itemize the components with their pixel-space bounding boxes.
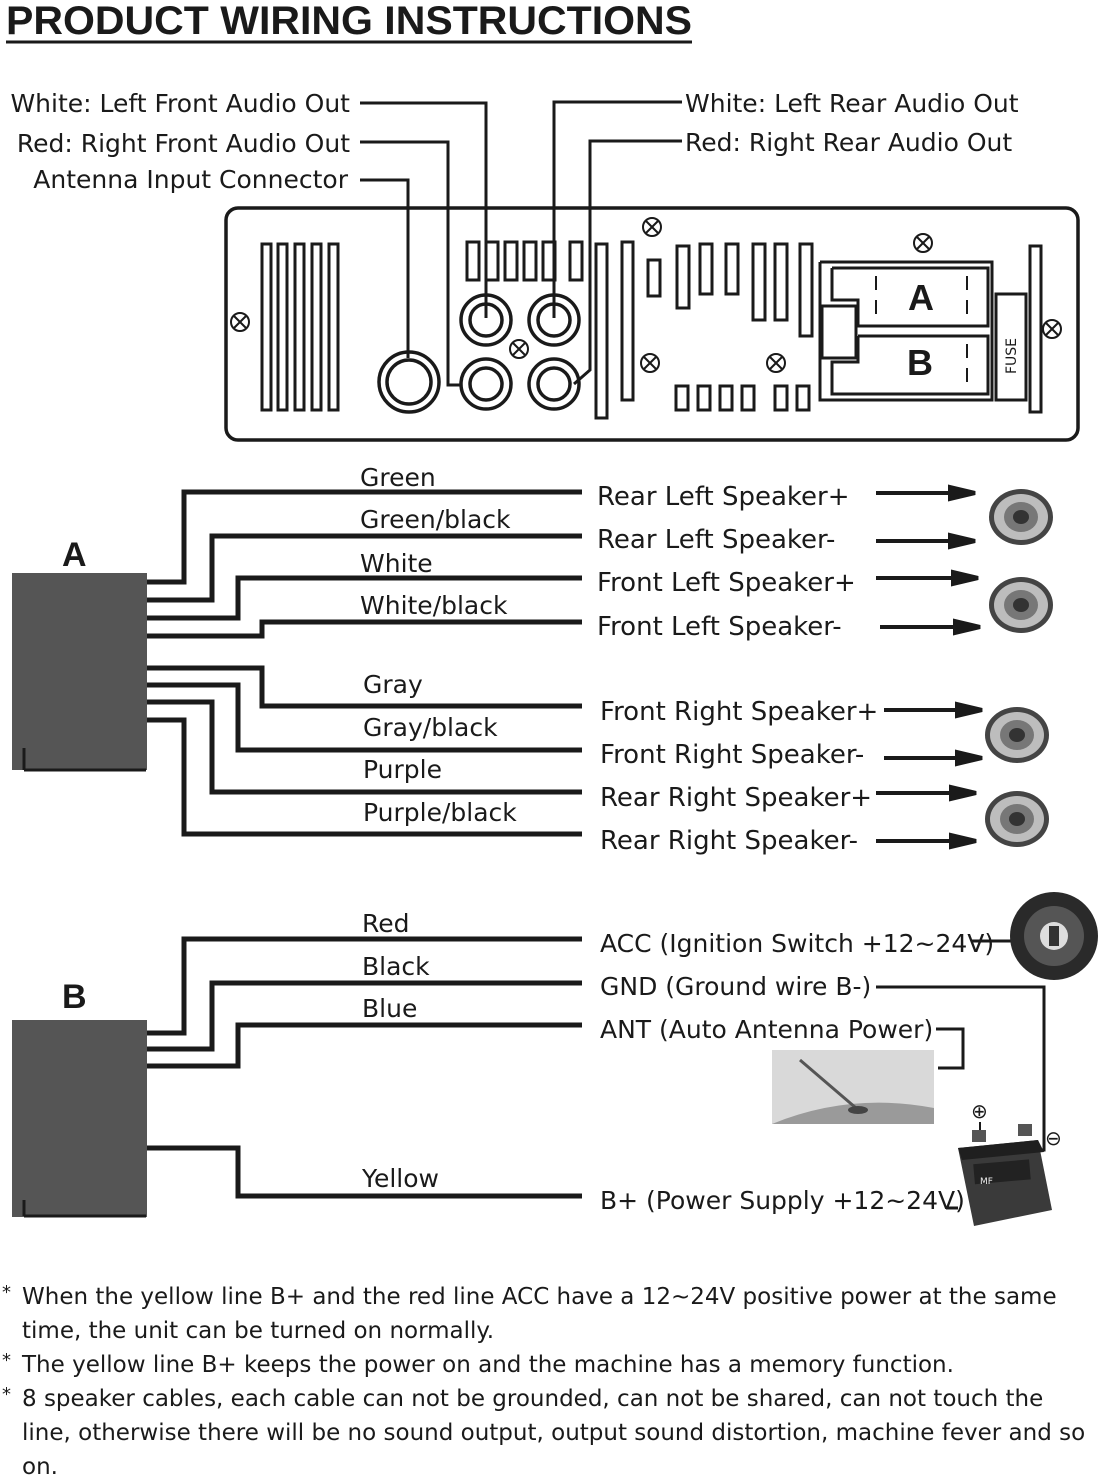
arrow-right-icon xyxy=(884,701,983,719)
arrow-right-icon xyxy=(876,484,976,502)
arrow-right-icon xyxy=(884,749,983,767)
page-title: PRODUCT WIRING INSTRUCTIONS xyxy=(6,0,692,43)
wire-function-label: B+ (Power Supply +12~24V) xyxy=(600,1186,965,1215)
wire-function-label: Front Left Speaker- xyxy=(597,612,842,642)
screw-icons xyxy=(230,217,1062,373)
wire-function-label: Front Right Speaker- xyxy=(600,740,864,770)
wire-function-label: Rear Right Speaker+ xyxy=(600,783,872,813)
note-item: * When the yellow line B+ and the red li… xyxy=(0,1280,1090,1348)
callout-left-rear-audio: White: Left Rear Audio Out xyxy=(685,89,1019,118)
screw-icon xyxy=(642,217,662,237)
wire-color-label: White xyxy=(360,549,433,578)
wire-color-label: Green xyxy=(360,463,436,492)
screw-icon xyxy=(230,312,250,332)
note-item: * 8 speaker cables, each cable can not b… xyxy=(0,1382,1090,1484)
speaker-icons xyxy=(985,489,1053,847)
battery-plus-icon: ⊕ xyxy=(971,1099,988,1123)
note-item: * The yellow line B+ keeps the power on … xyxy=(0,1348,1090,1382)
wire-color-label: Purple/black xyxy=(363,798,517,827)
callout-left-front-audio: White: Left Front Audio Out xyxy=(10,89,350,118)
note-marker: * xyxy=(2,1282,11,1303)
wire-function-label: Front Left Speaker+ xyxy=(597,568,856,598)
socket-b-label: B xyxy=(907,342,933,383)
speaker-icon xyxy=(989,489,1053,545)
wire-color-label: Blue xyxy=(362,994,417,1023)
battery-label: MF xyxy=(980,1177,993,1187)
connector-b-wires xyxy=(147,936,582,1199)
connector-b-label: B xyxy=(62,978,87,1016)
arrow-right-icon xyxy=(876,532,976,550)
note-marker: * xyxy=(2,1384,11,1405)
wire-function-label: ACC (Ignition Switch +12~24V) xyxy=(600,929,994,958)
connector-a-wires xyxy=(147,489,582,837)
note-text: The yellow line B+ keeps the power on an… xyxy=(22,1352,954,1378)
antenna-bracket xyxy=(936,1027,965,1070)
head-unit-rear-panel xyxy=(224,206,1080,442)
wire-function-label: Rear Left Speaker- xyxy=(597,525,835,555)
speaker-icon xyxy=(989,577,1053,633)
note-marker: * xyxy=(2,1350,11,1371)
wire-color-label: Green/black xyxy=(360,505,511,534)
arrow-icons xyxy=(876,484,983,850)
wire-color-label: Yellow xyxy=(361,1164,439,1193)
arrow-right-icon xyxy=(876,784,977,802)
screw-icon xyxy=(913,233,933,253)
screw-icon xyxy=(1042,319,1062,339)
wire-color-label: Red xyxy=(362,909,410,938)
arrow-right-icon xyxy=(876,832,977,850)
wire-color-label: Black xyxy=(362,952,430,981)
connector-b-tab xyxy=(22,1200,146,1218)
wire-color-label: Gray xyxy=(363,670,423,699)
wire-function-label: ANT (Auto Antenna Power) xyxy=(600,1015,933,1044)
wire-function-label: Rear Right Speaker- xyxy=(600,826,858,856)
wire-function-label: GND (Ground wire B-) xyxy=(600,972,871,1001)
wire-color-label: White/black xyxy=(360,591,508,620)
note-text: 8 speaker cables, each cable can not be … xyxy=(22,1386,1086,1480)
socket-a-label: A xyxy=(908,277,934,318)
screw-icon xyxy=(640,353,660,373)
wire-color-label: Purple xyxy=(363,755,442,784)
battery-icon xyxy=(946,1122,1052,1226)
callout-right-rear-audio: Red: Right Rear Audio Out xyxy=(685,128,1012,157)
notes: * When the yellow line B+ and the red li… xyxy=(0,1280,1090,1484)
fuse-label: FUSE xyxy=(1004,338,1020,374)
wire-function-label: Rear Left Speaker+ xyxy=(597,482,850,512)
screw-icon xyxy=(766,353,786,373)
connector-b-body xyxy=(12,1020,147,1217)
callout-right-front-audio: Red: Right Front Audio Out xyxy=(17,129,350,158)
speaker-icon xyxy=(985,791,1049,847)
wire-function-label: Front Right Speaker+ xyxy=(600,697,878,727)
arrow-right-icon xyxy=(880,618,981,636)
connector-a-body xyxy=(12,573,147,770)
battery-minus-icon: ⊖ xyxy=(1045,1126,1062,1150)
speaker-icon xyxy=(985,707,1049,763)
wiring-diagram: PRODUCT WIRING INSTRUCTIONS White: Left … xyxy=(6,0,1098,1226)
connector-a-tab xyxy=(22,748,146,772)
callout-antenna-input: Antenna Input Connector xyxy=(33,165,348,194)
wire-color-label: Gray/black xyxy=(363,713,498,742)
arrow-right-icon xyxy=(876,569,979,587)
ignition-switch-icon xyxy=(972,892,1098,980)
auto-antenna-icon xyxy=(772,1050,934,1124)
note-text: When the yellow line B+ and the red line… xyxy=(22,1284,1057,1344)
screw-icon xyxy=(509,339,529,359)
connector-a-label: A xyxy=(62,536,87,574)
